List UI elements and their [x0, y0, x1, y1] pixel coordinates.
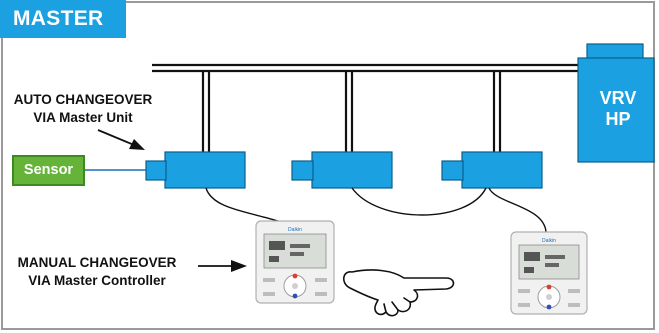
manual-changeover-arrow — [198, 260, 247, 272]
auto-changeover-label: AUTO CHANGEOVER VIA Master Unit — [8, 91, 158, 127]
main-pipe — [152, 63, 578, 73]
vrv-label-line1: VRV — [599, 88, 637, 108]
vrv-hp-label: VRV HP — [582, 88, 654, 130]
auto-changeover-arrow — [97, 129, 145, 150]
remote-controller-2 — [510, 231, 588, 315]
manual-changeover-line1: MANUAL CHANGEOVER — [17, 255, 177, 270]
sensor-box: Sensor — [12, 155, 85, 186]
manual-changeover-line2: VIA Master Controller — [28, 273, 166, 288]
remote-controller-master — [255, 220, 335, 304]
auto-changeover-line1: AUTO CHANGEOVER — [13, 92, 153, 107]
branch-pipes — [201, 71, 502, 152]
title-tab: MASTER — [0, 0, 126, 38]
pointing-hand-icon — [343, 269, 455, 317]
manual-changeover-label: MANUAL CHANGEOVER VIA Master Controller — [8, 254, 186, 290]
vrv-outdoor-unit — [577, 43, 655, 163]
indoor-unit-2 — [291, 151, 393, 189]
indoor-unit-master — [145, 151, 246, 189]
vrv-label-line2: HP — [605, 109, 631, 129]
controller-brand-2: Daikin — [542, 238, 556, 244]
controller-brand-1: Daikin — [288, 227, 302, 233]
auto-changeover-line2: VIA Master Unit — [33, 110, 133, 125]
indoor-unit-3 — [441, 151, 543, 189]
